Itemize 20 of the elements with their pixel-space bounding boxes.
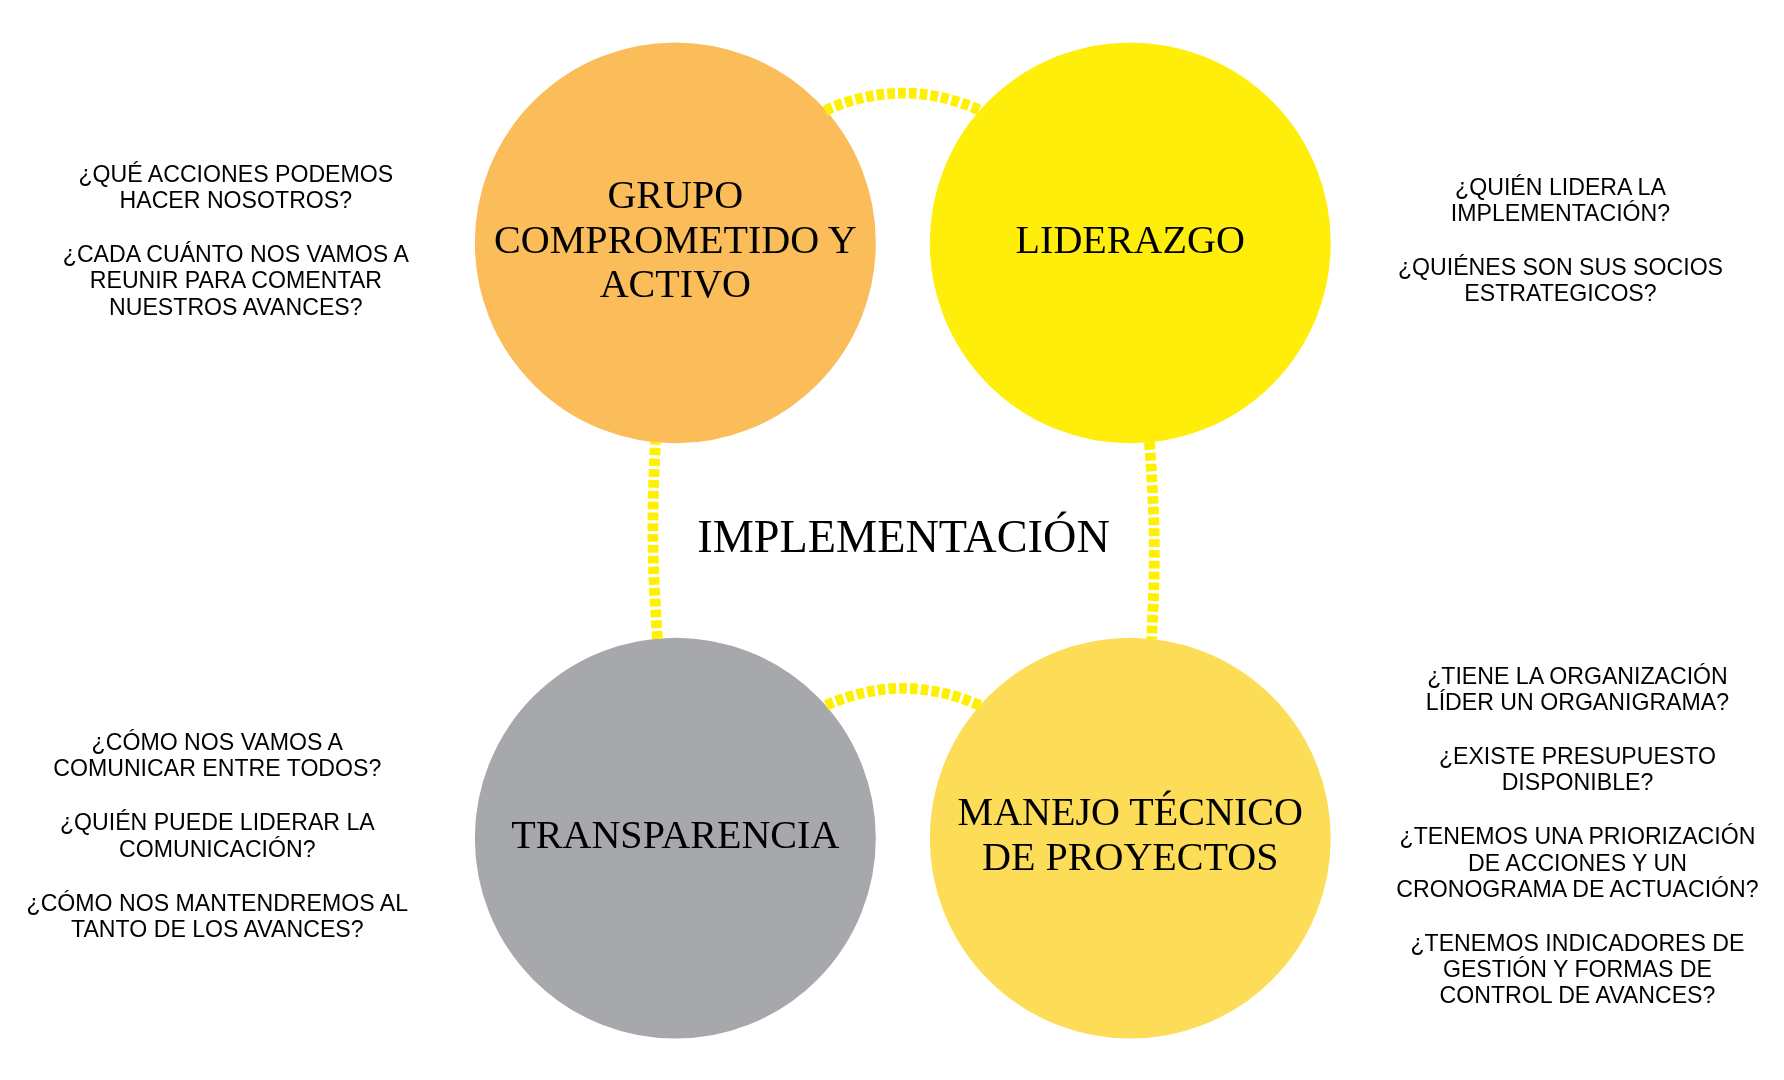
node-label: ¿QUIÉN PUEDE LIDERAR LA COMUNICACIÓN? xyxy=(59,808,375,862)
node-label: ¿QUÉ ACCIONES PODEMOS HACER NOSOTROS? xyxy=(78,160,394,213)
node-circle: GRUPO COMPROMETIDO Y ACTIVO xyxy=(474,41,876,443)
connector xyxy=(823,682,983,711)
node-circle: LIDERAZGO xyxy=(929,41,1331,443)
node-label: ¿TENEMOS UNA PRIORIZACIÓN DE ACCIONES Y UN CRONOGRAMA DE ACTUACIÓN? xyxy=(1396,822,1759,902)
node-label: ¿QUIÉNES SON SUS SOCIOS ESTRATEGICOS? xyxy=(1397,253,1724,306)
node-label: ¿TIENE LA ORGANIZACIÓN LÍDER UN ORGANIGRAMA? xyxy=(1425,662,1730,715)
label: IMPLEMENTACIÓN xyxy=(697,510,1110,562)
node-label: ¿CÓMO NOS VAMOS A COMUNICAR ENTRE TODOS? xyxy=(53,728,382,781)
node-circle: MANEJO TÉCNICO DE PROYECTOS xyxy=(929,637,1331,1039)
connector xyxy=(823,87,983,116)
node-label: ¿EXISTE PRESUPUESTO DISPONIBLE? xyxy=(1438,742,1717,795)
connector xyxy=(647,441,663,639)
node-label: ¿CÓMO NOS MANTENDREMOS AL TANTO DE LOS AVANCES? xyxy=(26,889,409,942)
connector xyxy=(1144,441,1160,639)
node-circle: TRANSPARENCIA xyxy=(474,637,876,1039)
node-label: ¿TENEMOS INDICADORES DE GESTIÓN Y FORMAS DE CONTROL DE AVANCES? xyxy=(1410,929,1745,1008)
node-label: ¿CADA CUÁNTO NOS VAMOS A REUNIR PARA COMENTAR NUESTROS AVANCES? xyxy=(62,240,409,320)
node-label: ¿QUIÉN LIDERA LA IMPLEMENTACIÓN? xyxy=(1450,173,1671,226)
